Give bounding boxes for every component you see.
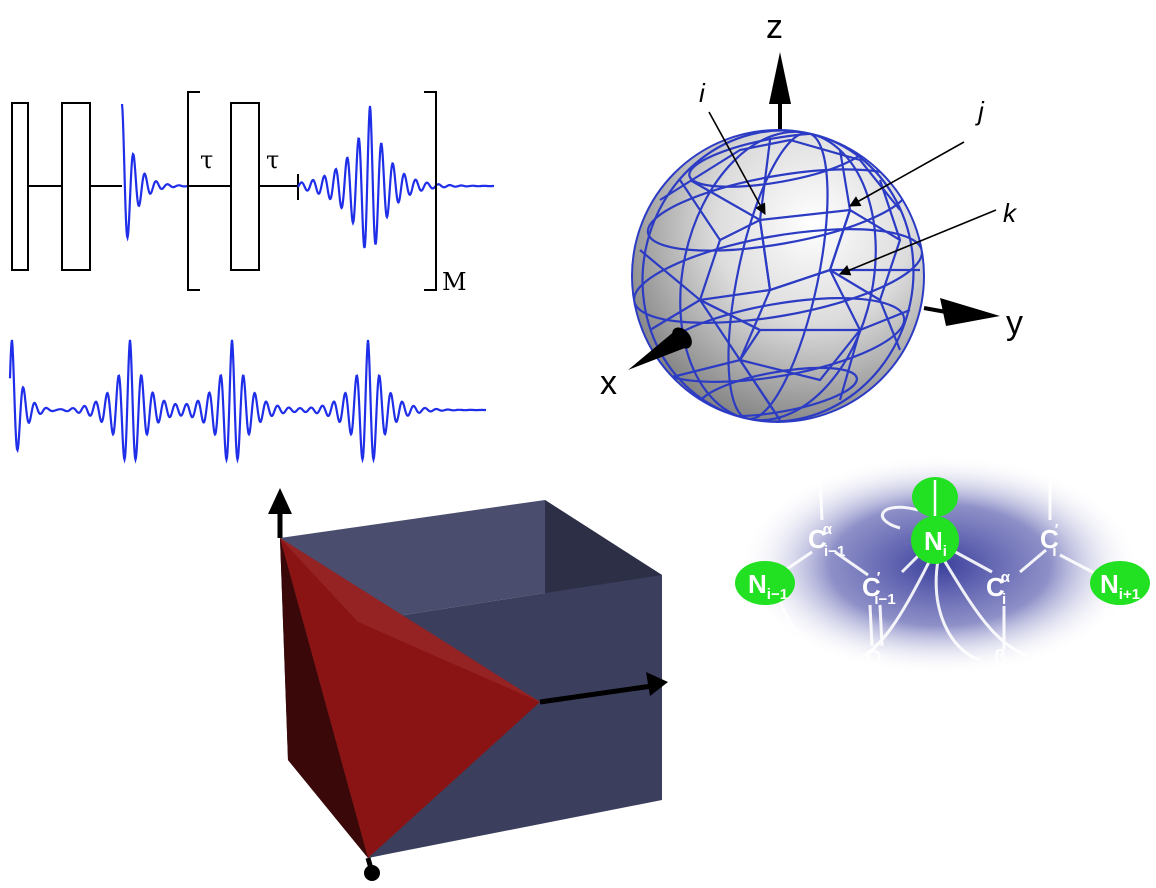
echo-trace: [297, 105, 494, 249]
cube-vertical-axis-arrowhead: [268, 488, 292, 514]
z-axis-arrowhead: [769, 52, 791, 104]
y-axis-label: y: [1006, 304, 1023, 342]
bracket-right: [424, 91, 437, 291]
atom-n-prev: Ni−1: [748, 569, 788, 603]
atom-n-next: Ni+1: [1100, 569, 1140, 603]
y-axis-arrowhead: [940, 298, 1000, 326]
repeat-label: M: [442, 268, 467, 296]
pulse-block-3: [230, 102, 260, 271]
cube-horizontal-axis-arrowhead: [646, 672, 668, 696]
echo-train-trace: [8, 339, 486, 464]
pointer-arrow-k: [838, 209, 997, 276]
pulse-block-2: [61, 102, 91, 271]
cube-horizontal-axis: [539, 683, 653, 705]
sphere-outline: [631, 129, 925, 423]
nitrogen-prev-blob: [735, 561, 795, 605]
pulse-block-1: [11, 102, 29, 271]
cube-origin-dot: [364, 865, 380, 881]
vertex-label-k: k: [1003, 198, 1018, 228]
interaction-halo: [740, 455, 1140, 675]
atom-c-prime-prev: C′i−1: [862, 569, 896, 608]
vertex-label-j: j: [975, 96, 985, 126]
atom-oxygen: O: [866, 647, 882, 669]
cube-origin-stem: [365, 857, 375, 873]
tau-label-2: τ: [266, 146, 279, 174]
y-axis-stem: [923, 306, 947, 314]
nitrogen-next-blob: [1090, 561, 1150, 605]
bracket-left: [187, 91, 200, 291]
nitrogen-center-blob: [911, 516, 959, 564]
pulse-sequence-diagram: τ τ M: [8, 91, 494, 464]
pointer-arrow-j: [849, 141, 965, 207]
x-axis-base: [672, 327, 692, 349]
tetrahedron-front-face: [280, 538, 540, 858]
vertex-label-i: i: [699, 78, 706, 108]
cube-diagram: [268, 488, 668, 881]
z-axis-label: z: [766, 8, 783, 46]
tau-label-1: τ: [200, 146, 213, 174]
x-axis-label: x: [600, 364, 617, 402]
atom-n-center: Ni: [924, 526, 947, 560]
bond-lines: [777, 479, 1112, 662]
tetrahedron-top-face: [280, 538, 540, 702]
pointer-arrow-i: [708, 111, 766, 215]
atom-beta: β: [994, 647, 1006, 669]
fid-trace-1: [120, 103, 189, 242]
atom-c-prime-i: C′i: [1040, 521, 1059, 560]
sphere-diagram: z y x i j k: [600, 8, 1023, 423]
